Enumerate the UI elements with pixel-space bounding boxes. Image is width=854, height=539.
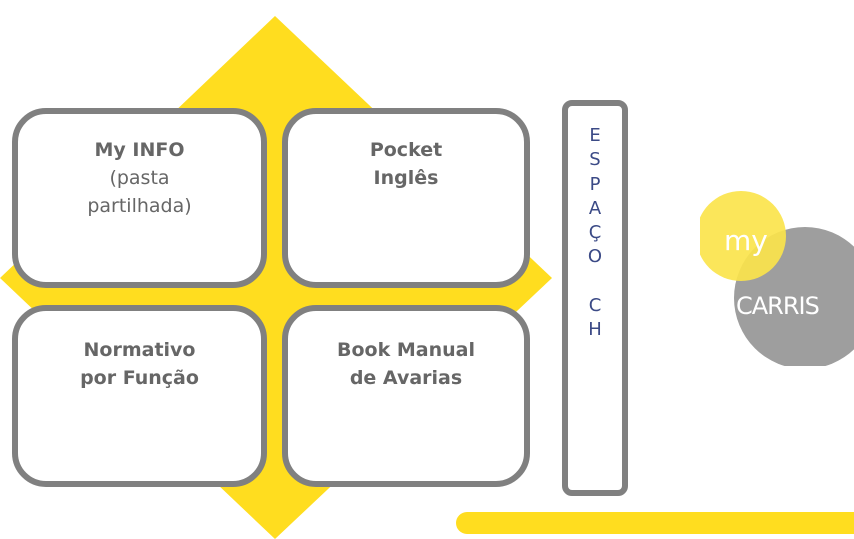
normativo-line1: Normativo <box>83 339 196 361</box>
espaco-letter: Ç <box>588 222 602 244</box>
my-info-title: My INFO <box>94 139 185 161</box>
espaco-letter: S <box>589 149 601 171</box>
espaco-letter: H <box>588 319 602 341</box>
espaco-letter: C <box>588 295 602 317</box>
pocket-ingles-line2: Inglês <box>373 167 439 189</box>
book-manual-line1: Book Manual <box>337 339 475 361</box>
logo-circles <box>700 191 854 366</box>
logo-my-text: my <box>724 224 768 257</box>
pocket-ingles-line1: Pocket <box>369 139 443 161</box>
logo-carris-text: CARRIS <box>736 292 820 320</box>
my-info-subtitle-line2: partilhada) <box>87 195 192 217</box>
my-carris-logo: my CARRIS <box>700 186 854 366</box>
normativo-line2: por Função <box>80 367 199 389</box>
book-manual-line2: de Avarias <box>349 367 463 389</box>
book-manual-tile[interactable]: Book Manual de Avarias <box>282 305 530 487</box>
pocket-ingles-tile[interactable]: Pocket Inglês <box>282 108 530 288</box>
espaco-ch-button[interactable]: E S P A Ç O C H <box>562 100 628 496</box>
my-info-subtitle-line1: (pasta <box>109 167 170 189</box>
yellow-accent-bar <box>456 512 854 534</box>
espaco-ch-label: E S P A Ç O C H <box>568 124 622 343</box>
my-info-tile[interactable]: My INFO (pasta partilhada) <box>12 108 267 288</box>
normativo-tile[interactable]: Normativo por Função <box>12 305 267 487</box>
espaco-letter: O <box>587 246 603 268</box>
espaco-letter <box>568 270 622 294</box>
espaco-letter: A <box>588 197 602 219</box>
espaco-letter: E <box>589 125 601 146</box>
espaco-letter: P <box>589 173 601 195</box>
